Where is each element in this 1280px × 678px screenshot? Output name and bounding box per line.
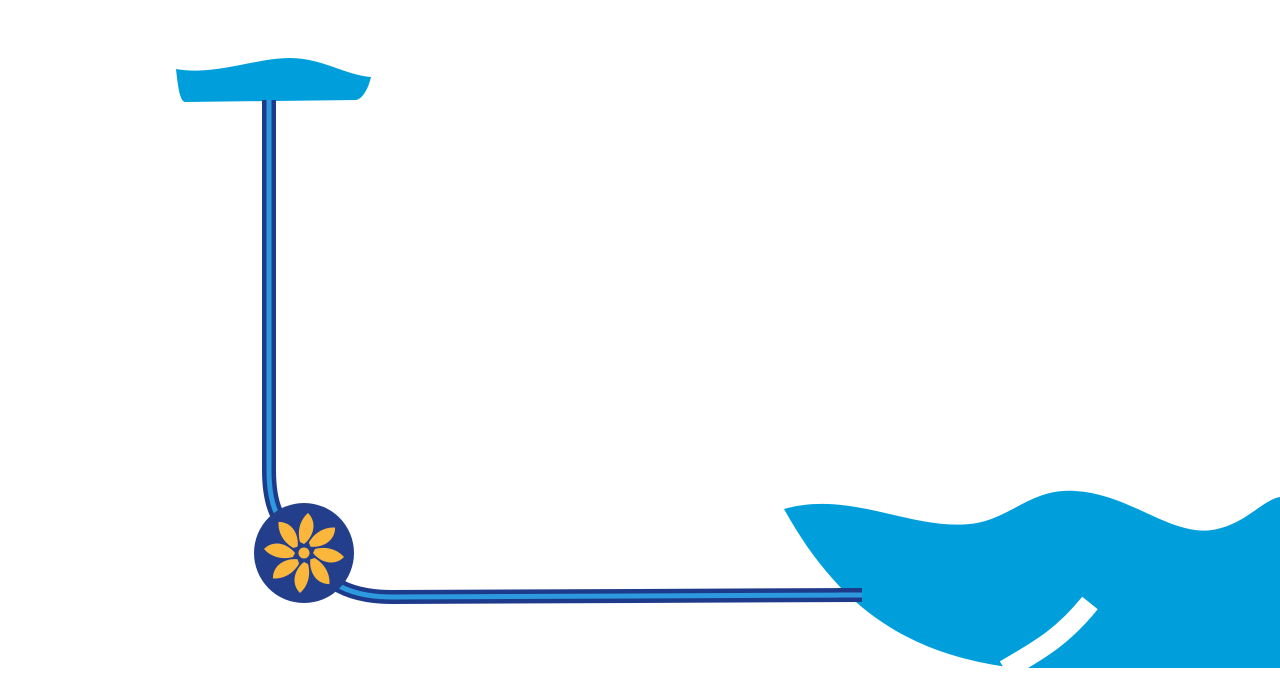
turbine-blade xyxy=(294,562,310,593)
wave-stripe xyxy=(999,596,1098,678)
outflow-pipe xyxy=(325,574,863,605)
turbine-blade xyxy=(310,557,330,585)
turbine-blade xyxy=(308,527,336,547)
turbine-blade xyxy=(264,543,295,559)
lower-reservoir-icon xyxy=(784,490,1280,678)
turbine-blade xyxy=(272,559,300,579)
turbine-blade xyxy=(278,521,298,549)
penstock-pipe xyxy=(262,100,292,534)
upper-reservoir-icon xyxy=(176,58,371,102)
turbine-blade xyxy=(298,513,314,544)
turbine-blade xyxy=(313,547,344,563)
turbine-icon xyxy=(254,503,354,603)
